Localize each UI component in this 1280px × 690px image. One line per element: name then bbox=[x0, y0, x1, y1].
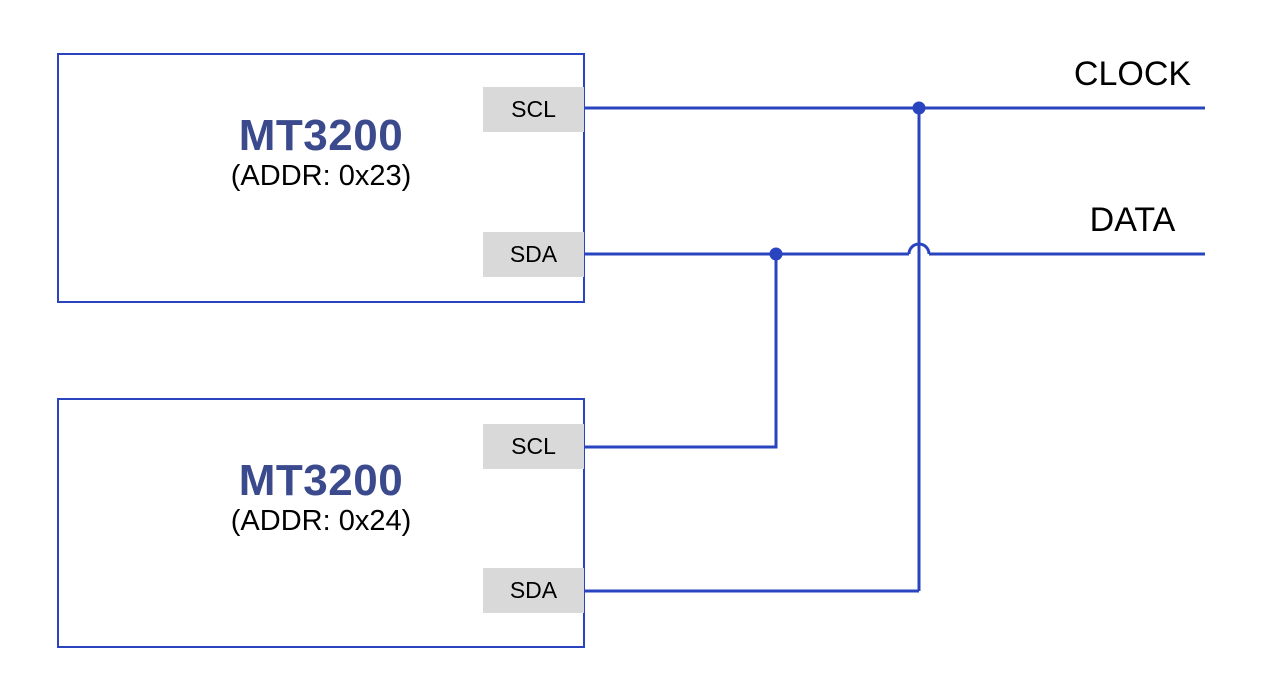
chip-1-name: MT3200 bbox=[238, 111, 404, 160]
chip-2-name: MT3200 bbox=[238, 456, 404, 505]
chip-1-pin-sda[interactable]: SDA bbox=[483, 232, 584, 277]
clock-bus-junction-dot bbox=[912, 101, 926, 115]
chip-1-pin-sda-label: SDA bbox=[509, 241, 558, 267]
chip-1-pin-scl-label: SCL bbox=[511, 96, 556, 122]
chip-1-subtitle: (ADDR: 0x23) bbox=[230, 160, 412, 193]
chip-2-subtitle: (ADDR: 0x24) bbox=[230, 505, 412, 538]
data-bus-junction-dot bbox=[769, 247, 783, 261]
chip-2-pin-scl[interactable]: SCL bbox=[483, 424, 584, 469]
bus-label-data: DATA bbox=[1089, 201, 1176, 239]
chip-2-pin-sda[interactable]: SDA bbox=[483, 568, 584, 613]
bus-label-clock: CLOCK bbox=[1073, 55, 1192, 93]
chip-2-pin-scl-label: SCL bbox=[511, 433, 556, 459]
chip-2-pin-sda-label: SDA bbox=[509, 577, 558, 603]
wire-chip2-scl-to-data-junction bbox=[585, 254, 778, 449]
chip-1-pin-scl[interactable]: SCL bbox=[483, 87, 584, 132]
